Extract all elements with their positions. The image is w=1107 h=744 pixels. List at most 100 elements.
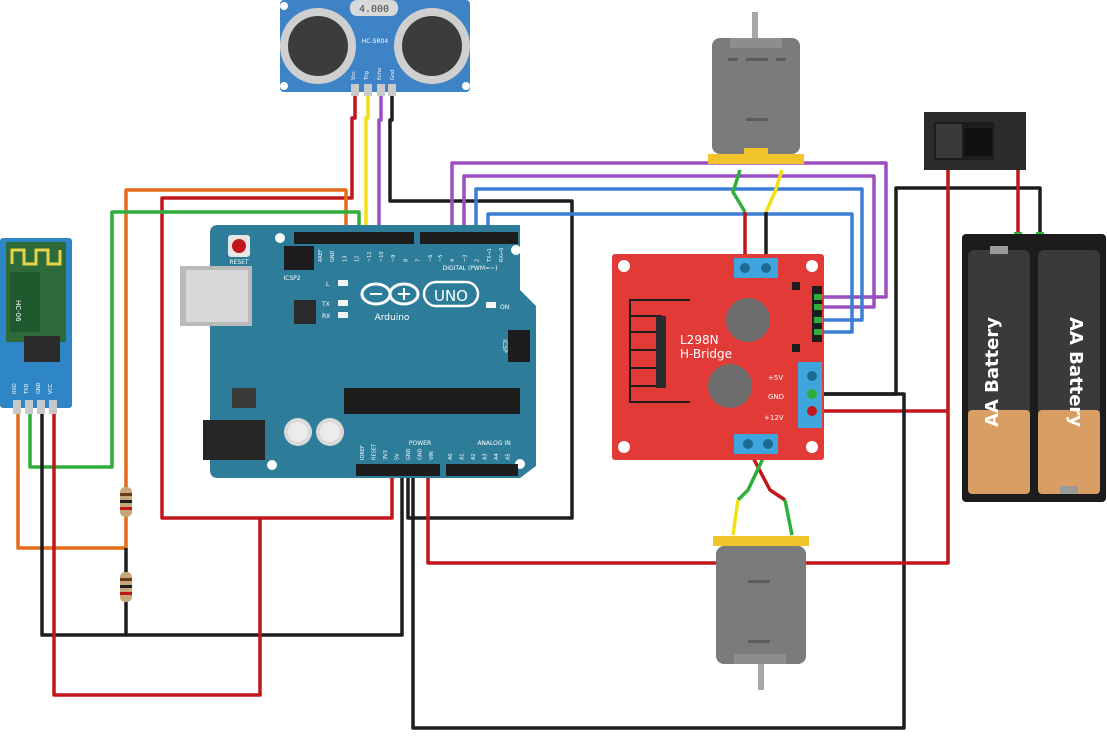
analog-header xyxy=(446,464,518,476)
hbridge-label-gnd: GND xyxy=(768,393,784,401)
digital-pin-label-8: 7 xyxy=(416,259,422,262)
analog-pin-label-5: A5 xyxy=(506,453,512,460)
digital-pin-label-4: ~11 xyxy=(367,251,373,262)
arduino-logo: UNO Arduino xyxy=(360,280,480,323)
wire-bt-gnd xyxy=(40,410,404,637)
digital-pin-label-r-5: RX←0 xyxy=(499,248,505,262)
digital-pin-label-6: ~9 xyxy=(391,255,397,262)
power-pin-label-1: RESET xyxy=(372,443,378,460)
digital-pin-label-3: 12 xyxy=(355,256,361,262)
tx-led-label: TX xyxy=(321,301,330,308)
wire-motor1-b xyxy=(764,169,784,213)
icsp-label: ICSP xyxy=(501,339,508,353)
uno-label: UNO xyxy=(434,287,468,305)
ultrasonic-pin-echo: Echo xyxy=(377,68,383,80)
ultrasonic-pin-trig: Trig xyxy=(364,71,370,81)
reset-label: RESET xyxy=(229,259,249,266)
bluetooth-pin-txd: TXD xyxy=(24,384,30,395)
wire-ultrasonic-trig xyxy=(364,95,372,240)
wire-motor2-b xyxy=(736,447,770,502)
icsp2-label: ICSP2 xyxy=(283,275,300,282)
battery-cell-1: AA Battery xyxy=(968,246,1030,494)
digital-pin-label-0: AREF xyxy=(318,249,324,262)
analog-pin-label-4: A4 xyxy=(494,453,500,460)
digital-pin-label-7: 8 xyxy=(403,259,409,262)
digital-label: DIGITAL (PWM=~) xyxy=(443,265,498,272)
resistor-1 xyxy=(120,487,132,517)
bluetooth-pin-vcc: VCC xyxy=(48,383,54,394)
digital-header-right xyxy=(420,232,518,244)
l-led-label: L xyxy=(326,281,330,288)
wire-bt-txd xyxy=(28,210,361,469)
ultrasonic-pins: Vcc Trig Echo Gnd xyxy=(351,68,396,96)
arduino-board xyxy=(210,225,536,478)
bluetooth-pin-labels: RXD TXD GND VCC xyxy=(12,382,54,395)
wire-in1 xyxy=(450,161,888,299)
wire-motor1-a xyxy=(731,169,747,213)
power-switch[interactable] xyxy=(924,112,1026,170)
voltage-regulator xyxy=(232,388,256,408)
bluetooth-model-label: HC-06 xyxy=(14,300,22,322)
wire-in3 xyxy=(474,187,864,322)
battery-pack: AA Battery AA Battery xyxy=(962,234,1106,502)
wire-motor2-a2 xyxy=(783,499,794,536)
reset-button[interactable] xyxy=(232,239,246,253)
power-jack xyxy=(203,420,265,460)
power-pin-label-4: GND xyxy=(406,448,412,460)
battery-label-1: AA Battery xyxy=(982,317,1003,427)
bluetooth-pin-rxd: RXD xyxy=(12,383,18,394)
dc-motor-bottom xyxy=(713,536,809,690)
power-pin-label-6: VIN xyxy=(429,451,435,460)
chip-small xyxy=(294,300,316,324)
l298n-hbridge: L298N H-Bridge +5V GND +12V xyxy=(612,254,824,460)
atmega-chip xyxy=(344,388,520,414)
digital-pin-label-5: ~10 xyxy=(379,251,385,262)
wires xyxy=(16,95,1042,730)
analog-pin-label-2: A2 xyxy=(471,453,477,460)
analog-pin-label-3: A3 xyxy=(483,453,489,460)
on-led-label: ON xyxy=(500,304,509,311)
hbridge-out-terminal-bottom xyxy=(734,434,778,454)
wire-bt-vcc xyxy=(52,410,262,697)
hbridge-capacitor-1 xyxy=(726,298,770,342)
battery-label-2: AA Battery xyxy=(1065,317,1086,427)
ultrasonic-pin-vcc: Vcc xyxy=(351,71,357,80)
dc-motor-top xyxy=(708,12,804,164)
wire-ultrasonic-gnd xyxy=(388,95,574,520)
digital-pin-label-9: ~6 xyxy=(428,255,434,262)
hbridge-title-2: H-Bridge xyxy=(680,347,732,361)
digital-header-left xyxy=(294,232,414,244)
wire-hbridge-gnd-arduino xyxy=(411,392,906,730)
ultrasonic-pin-gnd: Gnd xyxy=(390,70,396,80)
wire-bt-rxd xyxy=(16,188,348,550)
battery-cell-2: AA Battery xyxy=(1038,250,1100,494)
power-pin-label-2: 3V3 xyxy=(383,450,389,460)
hbridge-label-12v: +12V xyxy=(764,414,784,422)
ultrasonic-sensor: 4.000 HC-SR04 Vcc Trig Echo Gnd xyxy=(280,0,470,96)
hbridge-capacitor-2 xyxy=(708,364,752,408)
ultrasonic-crystal-label: 4.000 xyxy=(359,4,389,15)
digital-pin-label-r-3: 2 xyxy=(475,259,481,262)
analog-label: ANALOG IN xyxy=(477,440,510,447)
arduino-brand-label: Arduino xyxy=(375,313,410,323)
digital-pin-label-1: GND xyxy=(330,250,336,262)
wire-in2 xyxy=(462,174,876,309)
wire-vin xyxy=(426,411,950,565)
resistor-2 xyxy=(120,572,132,602)
digital-pin-label-r-4: TX→1 xyxy=(487,248,493,263)
digital-pin-label-2: 13 xyxy=(342,256,348,262)
bluetooth-antenna-trace xyxy=(10,248,62,266)
hbridge-label-5v: +5V xyxy=(768,374,783,382)
ultrasonic-model-label: HC-SR04 xyxy=(362,38,389,45)
wire-in4 xyxy=(486,212,854,334)
digital-pin-label-r-2: ~3 xyxy=(462,255,468,262)
l298n-chip xyxy=(656,316,666,388)
digital-pin-label-r-0: ~5 xyxy=(438,255,444,262)
wire-ultrasonic-echo xyxy=(377,95,384,240)
hbridge-title-1: L298N xyxy=(680,333,719,347)
